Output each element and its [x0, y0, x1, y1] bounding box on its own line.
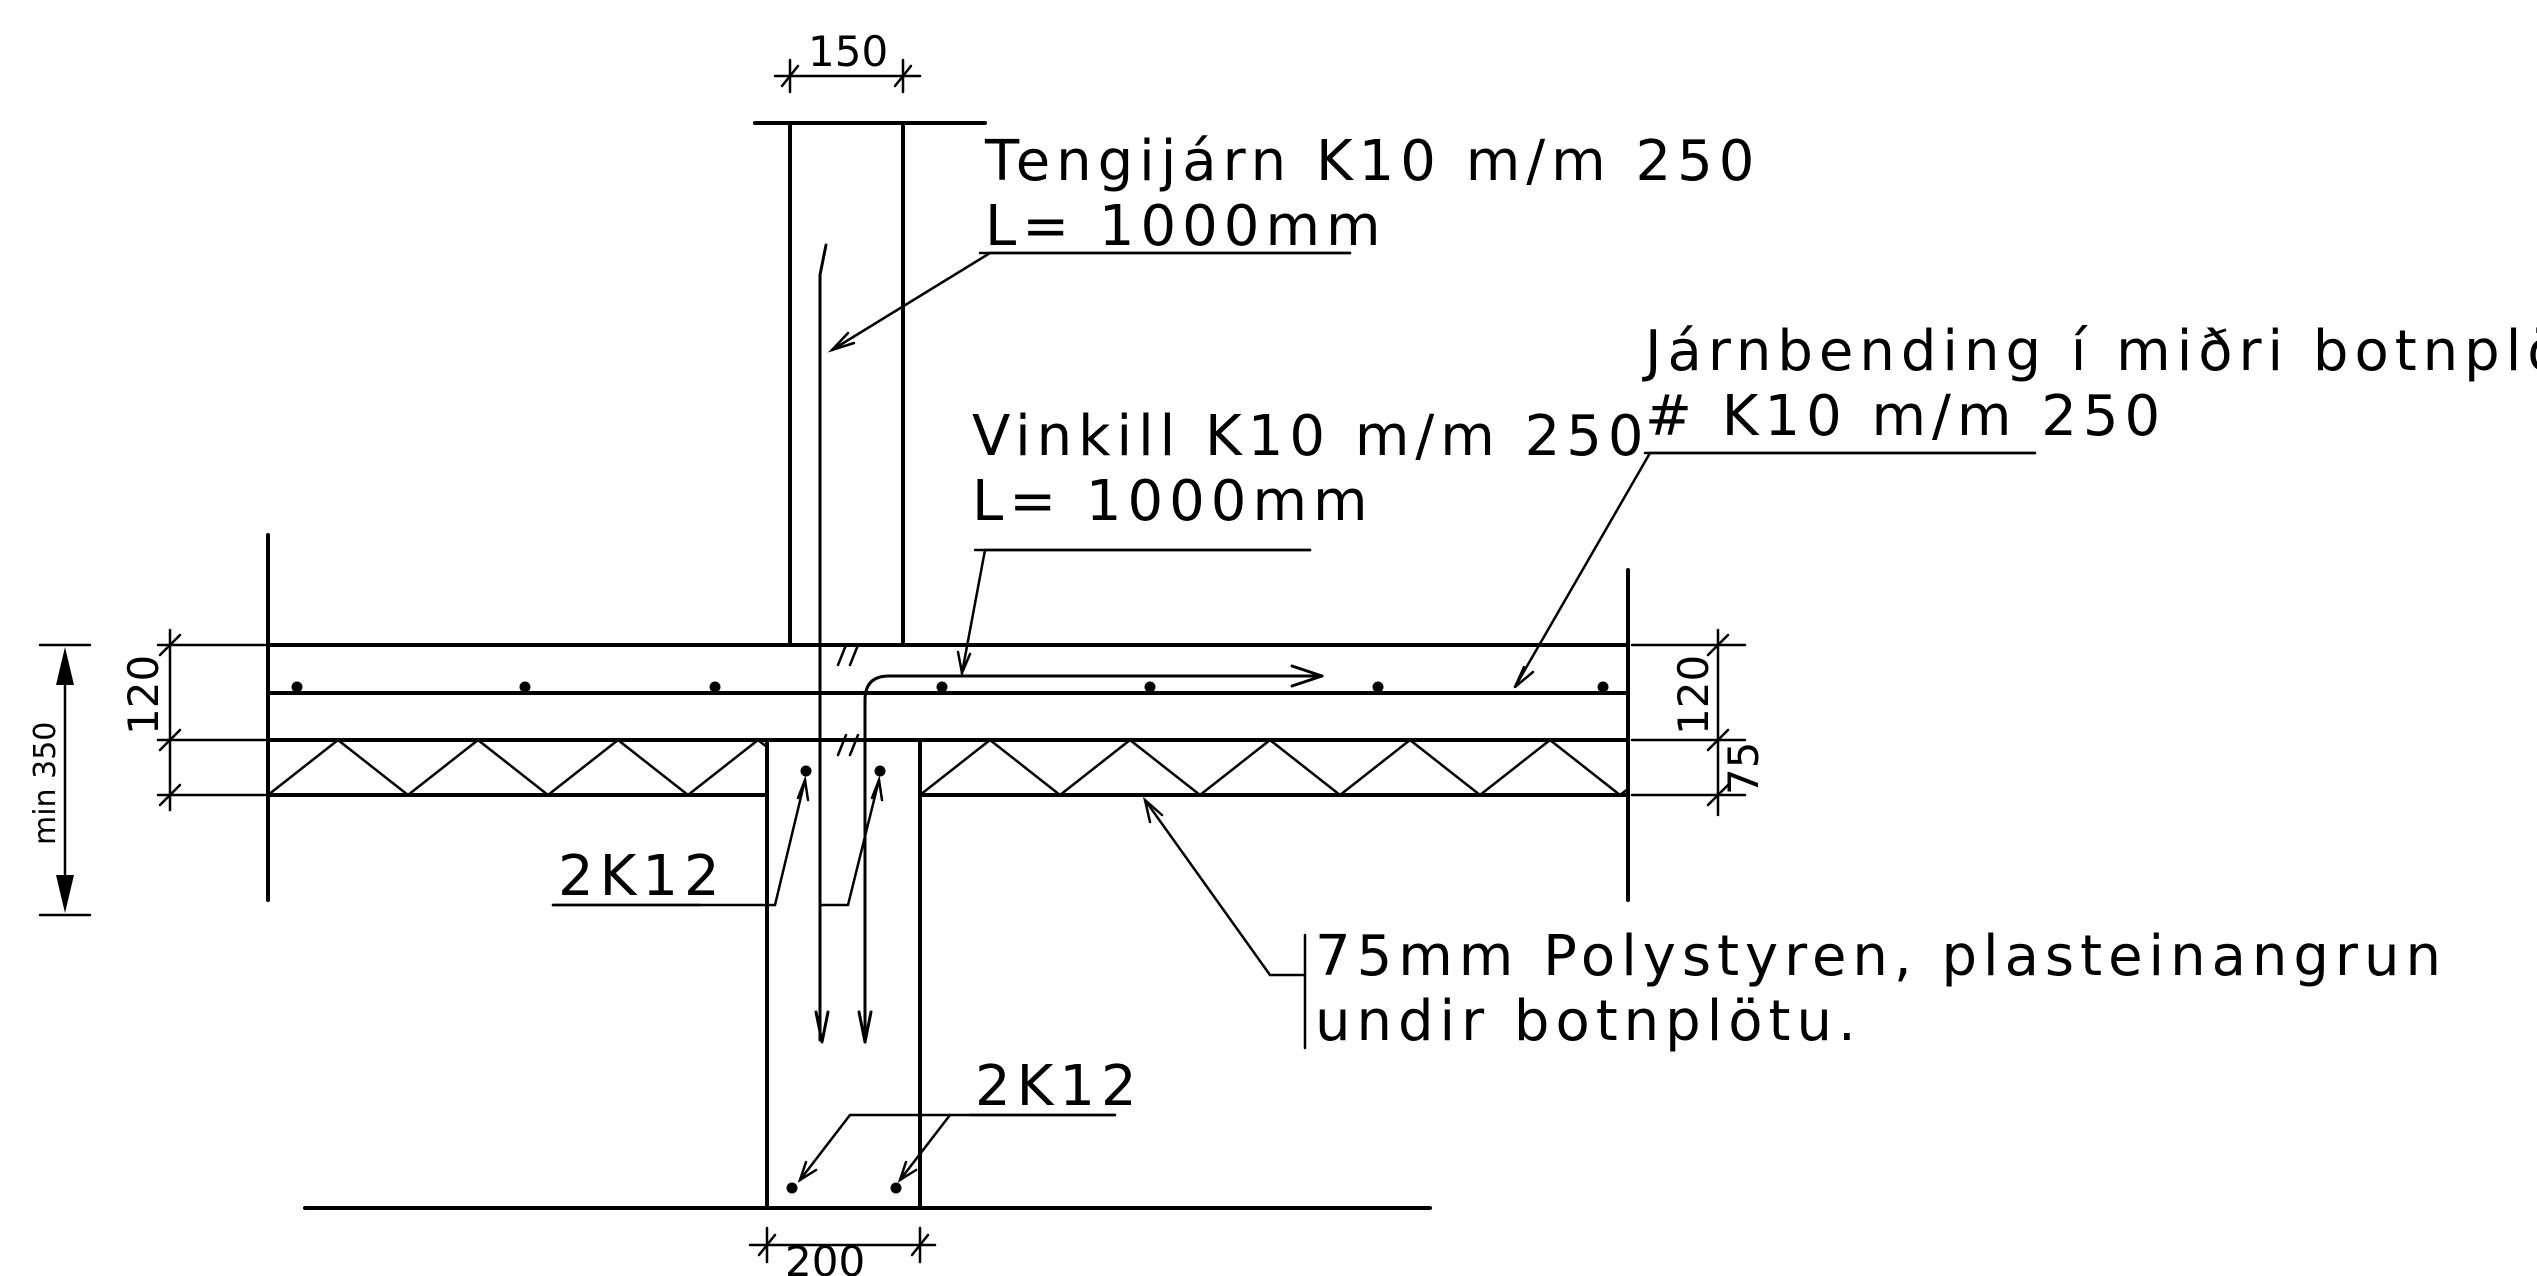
- polystyren-label-line1: 75mm Polystyren, plasteinangrun: [1315, 924, 2447, 989]
- dim-insulation-right: 75: [1719, 742, 1768, 795]
- vinkill-label-line2: L= 1000mm: [972, 469, 1374, 534]
- wall: [753, 121, 987, 647]
- bars-lower-label: 2K12: [975, 1054, 1143, 1119]
- dimension-lines: [38, 58, 1747, 1264]
- dim-slab-right: 120: [1669, 655, 1718, 735]
- reinforcement: [814, 243, 1324, 1044]
- jarnbending-label-line2: # K10 m/m 250: [1645, 384, 2166, 449]
- insulation-hatch: [266, 738, 1630, 797]
- dim-wall-width: 150: [808, 27, 888, 76]
- vinkill-label-line1: Vinkill K10 m/m 250: [972, 404, 1649, 469]
- slab-rebar-dots: [291, 681, 1609, 1194]
- floor-slab: [266, 533, 1630, 902]
- tengijarn-label-line1: Tengijárn K10 m/m 250: [984, 129, 1760, 194]
- polystyren-label-line2: undir botnplötu.: [1315, 989, 1862, 1054]
- bars-upper-label: 2K12: [558, 844, 726, 909]
- dim-min-depth: min 350: [28, 722, 63, 845]
- tengijarn-label-line2: L= 1000mm: [985, 194, 1387, 259]
- dim-footing-width: 200: [785, 1237, 865, 1276]
- footing: [303, 738, 1432, 1210]
- jarnbending-label-line1: Járnbending í miðri botnplötu,: [1642, 319, 2537, 384]
- dim-slab-left: 120: [119, 655, 168, 735]
- label-underlines: [551, 251, 2037, 1117]
